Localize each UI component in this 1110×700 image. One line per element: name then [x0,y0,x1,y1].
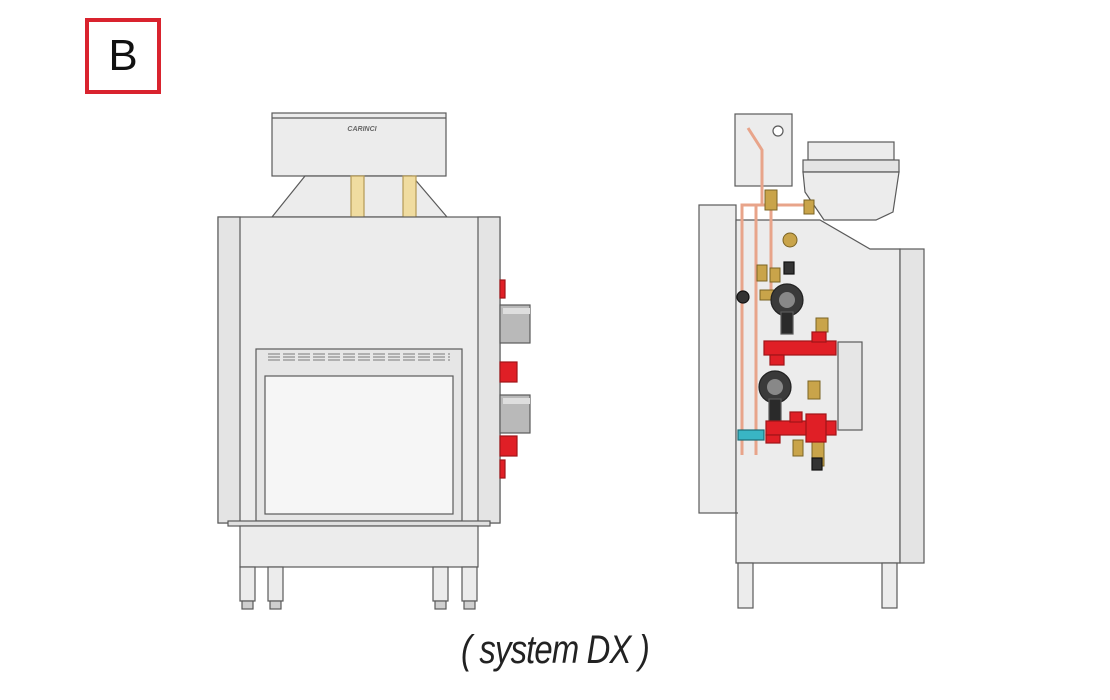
side-rear-panel [899,248,925,564]
side-cyan-valve [737,429,765,441]
figure-caption: ( system DX ) [461,628,650,672]
front-side-panel-left [217,216,241,524]
side-front-panel [698,204,737,514]
side-copper-pipes [740,127,806,455]
front-side-panel-right [477,216,501,524]
front-vent-grille [268,353,450,361]
front-pedestal [239,525,479,568]
side-upper-manifold [763,331,837,366]
front-right-connectors [499,279,531,479]
front-brand-logo: CARINCI [347,126,377,133]
front-view: CARINCI [217,112,531,610]
front-tube-left [350,175,365,219]
front-leg-3 [432,566,449,602]
side-leg-rear [881,562,898,609]
side-small-valves [736,261,823,471]
side-flue-hood [802,171,900,221]
front-glass-door [264,375,454,515]
side-flue-collar [807,141,895,161]
front-leg-2 [267,566,284,602]
front-leg-4 [461,566,478,602]
front-hood-box [271,112,447,177]
side-heat-exchanger [837,341,863,431]
side-leg-front [737,562,754,609]
side-lower-manifold [765,411,837,444]
front-leg-feet [241,600,476,610]
side-upper-pump [770,283,804,335]
figure-label-box: B [85,18,161,94]
side-lower-pump [758,370,792,422]
front-base-strip [227,520,491,527]
front-leg-1 [239,566,256,602]
side-view [698,113,925,609]
front-tube-right [402,175,417,219]
figure-label: B [108,31,138,80]
